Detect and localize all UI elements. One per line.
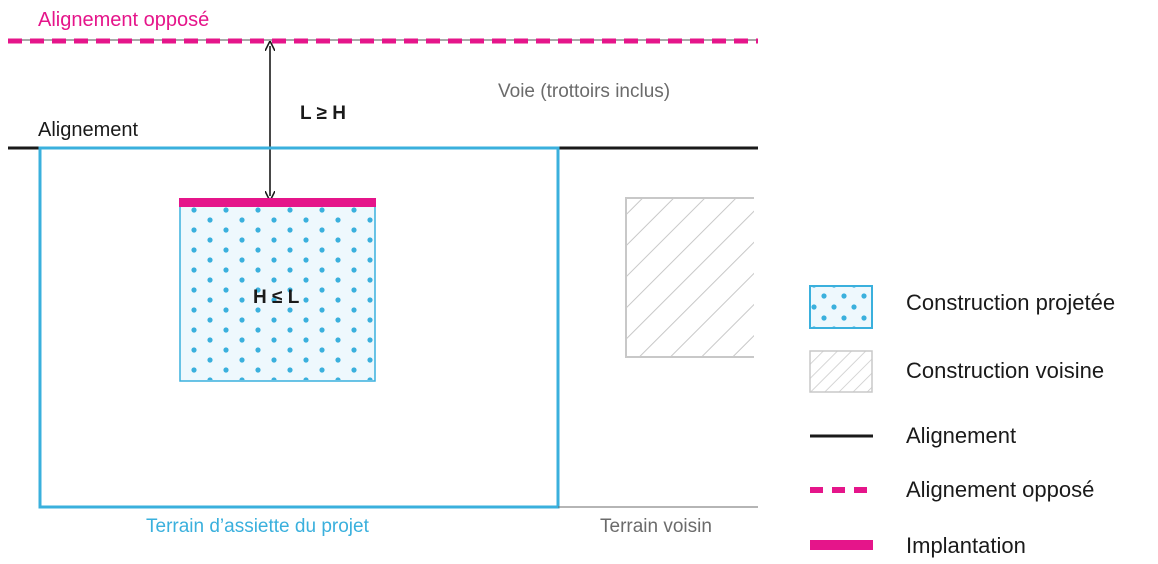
terrain-assiette-label: Terrain d’assiette du projet (146, 516, 370, 537)
l-ge-h-label: L ≥ H (300, 103, 346, 124)
terrain-voisin-label: Terrain voisin (600, 516, 712, 537)
legend-construction-projetee-dots (811, 287, 871, 327)
legend-construction-projetee-label: Construction projetée (906, 290, 1115, 315)
legend: Construction projetée Construction voisi… (809, 285, 1115, 558)
terrain-assiette-rect (38, 146, 560, 509)
construction-voisine-outline (625, 197, 754, 358)
voie-label: Voie (trottoirs inclus) (498, 81, 670, 102)
alignement-oppose-label: Alignement opposé (38, 9, 209, 31)
alignement-label: Alignement (38, 119, 139, 141)
construction-projetee-dots (181, 204, 374, 380)
legend-construction-voisine-swatch (809, 350, 873, 393)
h-le-l-label: H ≤ L (253, 287, 300, 308)
legend-construction-voisine-label: Construction voisine (906, 358, 1104, 383)
legend-alignement-oppose-label: Alignement opposé (906, 477, 1094, 502)
legend-implantation-label: Implantation (906, 533, 1026, 558)
legend-alignement-label: Alignement (906, 423, 1016, 448)
implantation-bar (179, 198, 376, 207)
construction-voisine-hatch (626, 198, 754, 357)
legend-implantation-swatch (810, 540, 873, 550)
